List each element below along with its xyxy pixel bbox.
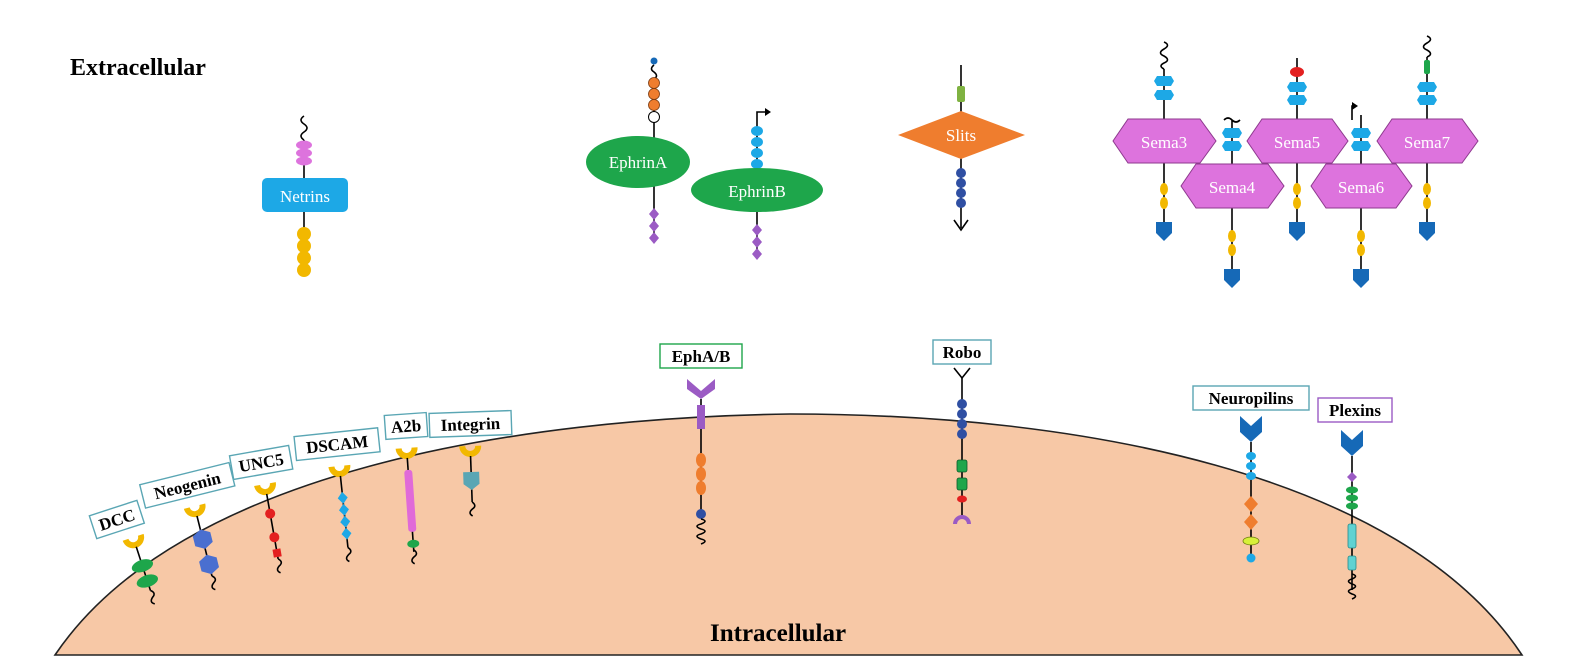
sema6-label: Sema6 [1338,178,1384,197]
sema4-ligand: Sema4 [1180,117,1285,288]
netrins-label: Netrins [280,187,330,206]
sema7-label: Sema7 [1404,133,1451,152]
sema7-ligand: Sema7 [1376,35,1479,241]
sema6-ligand: Sema6 [1310,102,1413,288]
a2b-receptor: A2b [383,411,429,565]
a2b-label: A2b [390,416,421,437]
neuropilins-label: Neuropilins [1209,389,1294,408]
dscam-receptor: DSCAM [293,427,381,563]
slits-ligand: Slits [898,65,1025,232]
sema3-ligand: Sema3 [1112,41,1217,241]
extracellular-label: Extracellular [70,55,206,81]
sema4-label: Sema4 [1209,178,1256,197]
neuropilins-receptor: Neuropilins [1192,385,1310,563]
slits-label: Slits [946,126,976,145]
ephrinb-ligand: EphrinB [691,108,823,260]
robo-receptor: Robo [932,339,992,525]
sema5-label: Sema5 [1274,133,1320,152]
integrin-receptor: Integrin [428,409,513,517]
eph-receptor: EphA/B [659,343,743,545]
netrins-ligand: Netrins [262,115,348,277]
eph-label: EphA/B [672,347,731,366]
sema3-label: Sema3 [1141,133,1187,152]
robo-label: Robo [943,343,982,362]
dcc-receptor: DCC [88,499,158,605]
plexins-receptor: Plexins [1317,397,1393,600]
cell-membrane [53,413,1524,656]
sema5-ligand: Sema5 [1246,58,1349,241]
plexins-label: Plexins [1329,401,1381,420]
integrin-label: Integrin [440,414,501,435]
ephrina-ligand: EphrinA [586,57,690,244]
intracellular-label: Intracellular [710,620,846,647]
unc5-receptor: UNC5 [228,444,294,574]
ephrina-label: EphrinA [609,153,668,172]
ephrinb-label: EphrinB [728,182,786,201]
